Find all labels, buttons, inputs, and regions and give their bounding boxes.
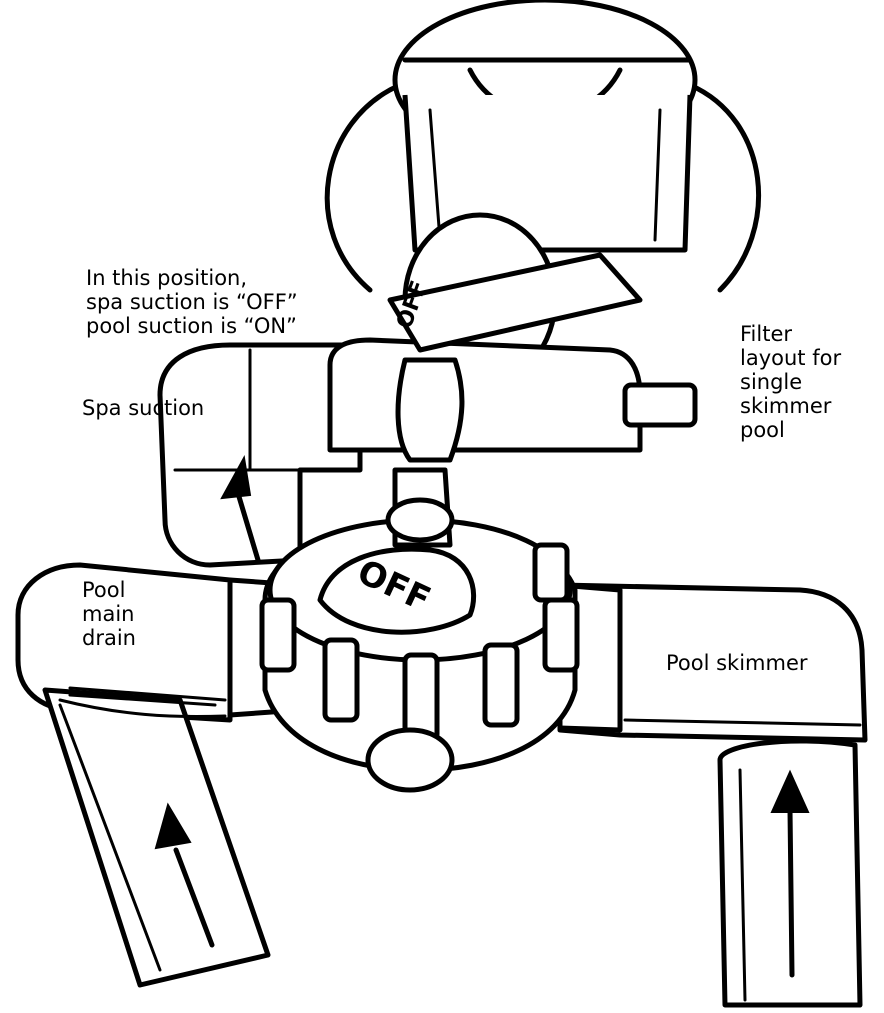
pool-main-drain-line-2: main [82,602,135,626]
flow-arrows [154,454,810,978]
upper-valve: OFF [327,212,698,463]
main-drain-arrow [154,802,215,948]
pool-main-drain-label: Pool main drain [82,578,136,650]
valve-bolts [259,542,580,743]
spa-suction-label: Spa suction [82,396,205,420]
filter-layout-label: Filter layout for single skimmer pool [740,322,841,442]
filter-housing [324,0,762,293]
filter-layout-line-4: skimmer [740,394,832,418]
position-note-label: In this position, spa suction is “OFF” p… [86,266,298,338]
skimmer-arrow [770,769,810,978]
filter-layout-line-3: single [740,370,803,394]
pool-main-drain-line-1: Pool [82,578,126,602]
spa-suction-arrow [220,454,261,563]
filter-layout-line-1: Filter [740,322,793,346]
position-note-line-3: pool suction is “ON” [86,314,297,338]
position-note-line-1: In this position, [86,266,248,290]
filter-layout-line-2: layout for [740,346,842,370]
lower-valve: OFF [259,467,580,793]
pool-skimmer-pipe [557,582,868,1008]
pool-main-drain-pipe [15,562,303,988]
filter-layout-line-5: pool [740,418,785,442]
position-note-line-2: spa suction is “OFF” [86,290,298,314]
spa-suction-pipe [157,342,363,568]
pool-main-drain-line-3: drain [82,626,136,650]
pool-skimmer-label: Pool skimmer [666,651,808,675]
